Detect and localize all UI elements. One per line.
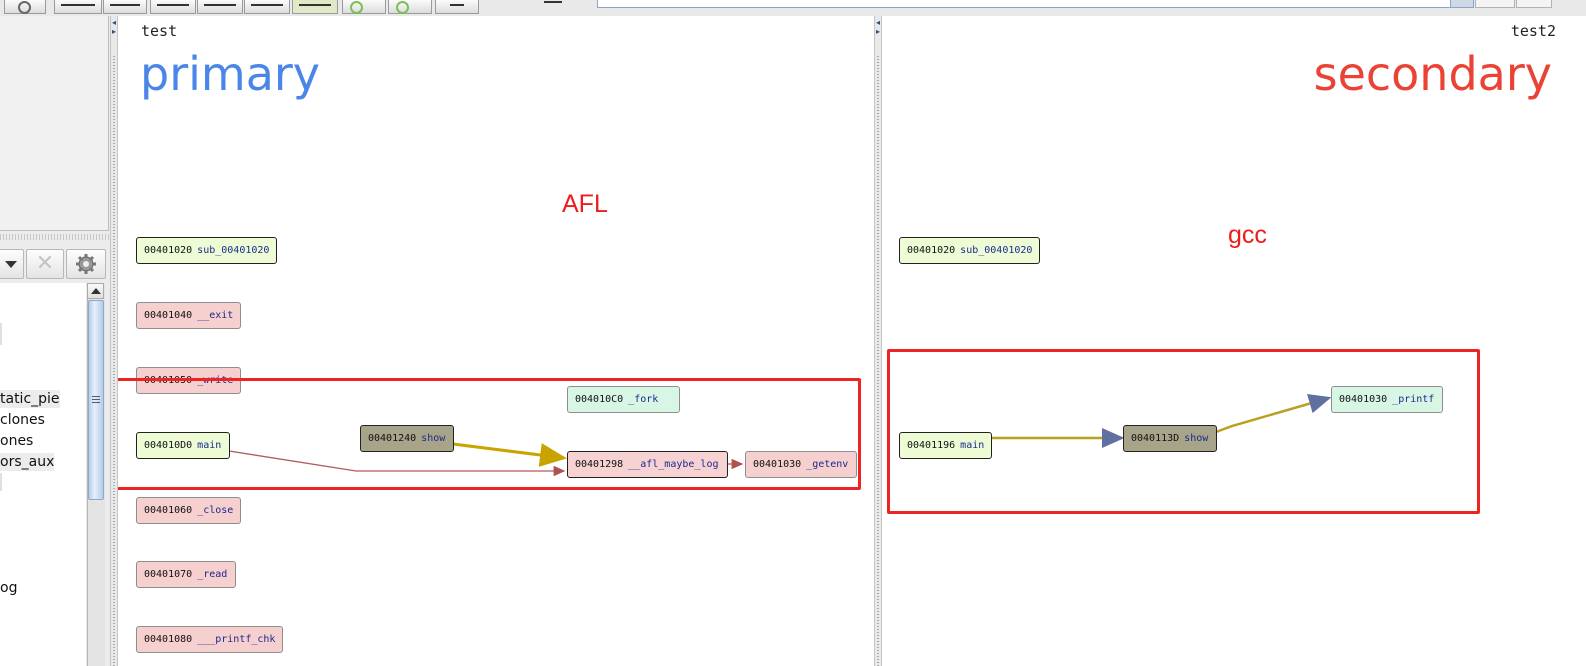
- node-address: 004010C0: [575, 394, 624, 405]
- gear-icon: [76, 254, 96, 274]
- toolbar-select-icon[interactable]: [244, 0, 290, 14]
- primary-label: primary: [140, 47, 321, 101]
- node-address: 00401020: [144, 245, 193, 256]
- node-function-name: main: [960, 440, 985, 451]
- node-function-name: main: [197, 440, 222, 451]
- node-show[interactable]: 00401240 show: [360, 425, 454, 452]
- node-close[interactable]: 00401060 _close: [136, 497, 241, 524]
- list-item[interactable]: ones: [0, 433, 34, 449]
- compiler-annotation-gcc: gcc: [1228, 221, 1267, 249]
- toolbar-keyboard-icon[interactable]: [538, 0, 568, 13]
- node-address: 00401040: [144, 310, 193, 321]
- node-address: 00401030: [1339, 394, 1388, 405]
- settings-button[interactable]: [66, 249, 106, 279]
- chevron-down-icon: [5, 261, 17, 268]
- primary-graph-pane[interactable]: test primary AFL 00401020 sub_00401020 00…: [118, 16, 874, 666]
- node-function-name: show: [1184, 433, 1209, 444]
- secondary-call-edges: [991, 393, 1332, 448]
- node-function-name: sub_00401020: [197, 245, 270, 256]
- node-printf-chk[interactable]: 00401080 ___printf_chk: [136, 626, 283, 653]
- list-item[interactable]: clones: [0, 412, 45, 428]
- scroll-up-button[interactable]: [87, 283, 104, 299]
- node-sub-00401020[interactable]: 00401020 sub_00401020: [136, 237, 277, 264]
- node-afl-maybe-log[interactable]: 00401298 __afl_maybe_log: [567, 451, 728, 478]
- node-address: 00401060: [144, 505, 193, 516]
- toolbar-split-icon[interactable]: [292, 0, 338, 14]
- list-item[interactable]: ors_aux: [0, 453, 55, 471]
- list-item[interactable]: og: [0, 580, 18, 596]
- node-address: 004010D0: [144, 440, 193, 451]
- node-function-name: sub_00401020: [960, 245, 1033, 256]
- toolbar-circle-button[interactable]: [4, 0, 46, 14]
- node-address: 00401020: [907, 245, 956, 256]
- node-show[interactable]: 0040113D show: [1123, 425, 1217, 452]
- node-address: 00401240: [368, 433, 417, 444]
- node-function-name: _close: [197, 505, 234, 516]
- expand-right-arrow-icon[interactable]: ▸: [111, 27, 116, 36]
- close-button[interactable]: ✕: [26, 249, 64, 279]
- highlight-box-primary: [118, 378, 861, 490]
- node-address: 00401196: [907, 440, 956, 451]
- node-main[interactable]: 00401196 main: [899, 432, 992, 459]
- toolbar-arrow-icon[interactable]: [150, 0, 196, 14]
- node-address: 0040113D: [1131, 433, 1180, 444]
- search-button[interactable]: [1450, 0, 1474, 8]
- split-divider-center[interactable]: ◂ ▸: [874, 16, 882, 666]
- node-address: 00401030: [753, 459, 802, 470]
- node-function-name: __exit: [197, 310, 234, 321]
- node-function-name: show: [421, 433, 446, 444]
- chevron-up-icon: [91, 288, 101, 294]
- left-top-area: [0, 16, 109, 231]
- node-address: 00401298: [575, 459, 624, 470]
- node-sub-00401020[interactable]: 00401020 sub_00401020: [899, 237, 1040, 264]
- node-function-name: _read: [197, 569, 228, 580]
- pane-title-secondary: test2: [1510, 22, 1556, 40]
- toolbar-lock-icon[interactable]: [435, 0, 479, 14]
- toolbar-layout-icon[interactable]: [103, 0, 147, 14]
- node-address: 00401080: [144, 634, 193, 645]
- collapse-left-arrow-icon[interactable]: ◂: [111, 18, 116, 27]
- node-address: 00401070: [144, 569, 193, 580]
- left-splitter-handle[interactable]: [0, 234, 110, 240]
- left-toolbar: ✕: [0, 247, 108, 281]
- dropdown-button[interactable]: [0, 249, 24, 279]
- scrollbar-grip-icon: [92, 396, 100, 403]
- node-function-name: _getenv: [806, 459, 849, 470]
- toolbar-refresh-icon[interactable]: [342, 0, 386, 14]
- expand-right-arrow-icon[interactable]: ▸: [875, 27, 880, 36]
- search-input[interactable]: [597, 0, 1451, 8]
- toolbar: [0, 0, 1586, 17]
- function-list[interactable]: tatic_pie clones ones ors_aux og: [0, 283, 86, 666]
- highlight-box-secondary: [887, 349, 1480, 514]
- node-printf[interactable]: 00401030 _printf: [1331, 386, 1443, 413]
- list-item[interactable]: tatic_pie: [0, 390, 60, 408]
- node-exit[interactable]: 00401040 __exit: [136, 302, 241, 329]
- collapse-left-arrow-icon[interactable]: ◂: [875, 18, 880, 27]
- compiler-annotation-afl: AFL: [562, 190, 608, 218]
- toolbar-sync-icon[interactable]: [388, 0, 432, 14]
- node-function-name: __afl_maybe_log: [628, 459, 719, 470]
- node-read[interactable]: 00401070 _read: [136, 561, 236, 588]
- node-function-name: _printf: [1392, 394, 1435, 405]
- node-main[interactable]: 004010D0 main: [136, 432, 230, 459]
- node-function-name: _fork: [628, 394, 659, 405]
- secondary-label: secondary: [1313, 47, 1552, 101]
- close-icon: ✕: [35, 251, 55, 276]
- split-divider-left[interactable]: ◂ ▸: [110, 16, 118, 666]
- node-getenv[interactable]: 00401030 _getenv: [745, 451, 857, 478]
- pane-title-primary: test: [141, 22, 178, 40]
- toolbar-right-button-2[interactable]: [1516, 0, 1552, 8]
- node-fork[interactable]: 004010C0 _fork: [567, 386, 680, 413]
- toolbar-fit-icon[interactable]: [54, 0, 102, 14]
- toolbar-tree-icon[interactable]: [197, 0, 243, 14]
- toolbar-right-button[interactable]: [1475, 0, 1515, 8]
- node-function-name: ___printf_chk: [197, 634, 276, 645]
- secondary-graph-pane[interactable]: test2 secondary gcc 00401020 sub_00401020…: [882, 16, 1586, 666]
